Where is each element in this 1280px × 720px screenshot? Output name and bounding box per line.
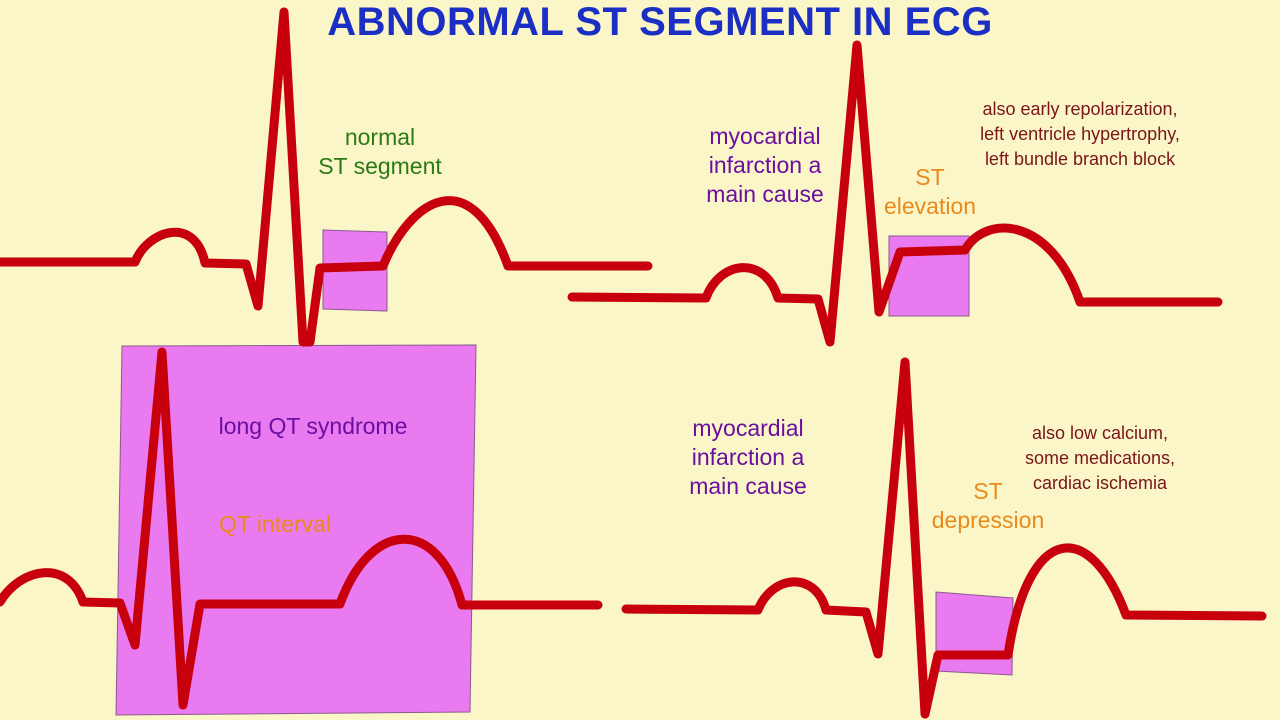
st-depression-label: ST depression xyxy=(931,478,1045,533)
st-depression-ecg-trace xyxy=(621,357,1267,719)
long-qt-ecg-trace xyxy=(0,347,603,710)
normal-st-segment-label: normal ST segment xyxy=(318,124,442,179)
diagram-title: ABNORMAL ST SEGMENT IN ECG xyxy=(327,0,993,44)
st-depression-other-causes: also low calcium, some medications, card… xyxy=(1024,423,1176,493)
st-elevation-ecg-trace xyxy=(567,40,1223,347)
st-elevation-label: ST elevation xyxy=(883,164,977,219)
st-depression-box xyxy=(935,591,1014,676)
st-depression-cause-label: myocardial infarction a main cause xyxy=(689,415,807,499)
qt-interval-label: QT interval xyxy=(218,511,332,537)
st-elevation-cause-label: myocardial infarction a main cause xyxy=(706,123,824,207)
long-qt-syndrome-label: long QT syndrome xyxy=(218,413,408,439)
qt-interval-box xyxy=(115,344,477,716)
st-elevation-other-causes: also early repolarization, left ventricl… xyxy=(980,99,1180,169)
normal-ecg-trace xyxy=(0,7,653,347)
